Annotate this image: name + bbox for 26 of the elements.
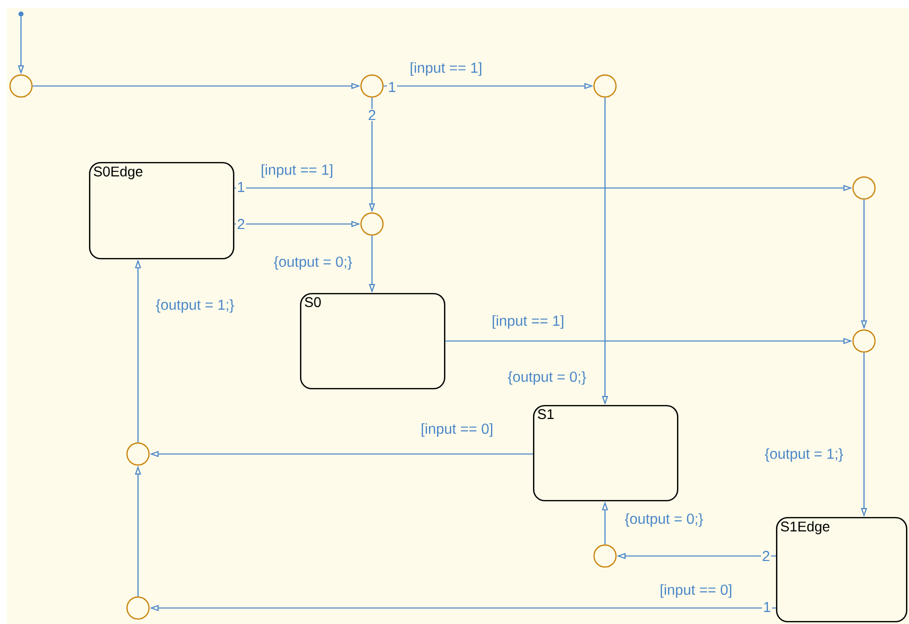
- transition-order: 1: [386, 81, 398, 93]
- junction-circle: [593, 544, 617, 568]
- junction-circle: [852, 329, 876, 353]
- state-box: S0: [300, 293, 446, 390]
- junction-circle: [126, 596, 150, 620]
- junction-circle: [593, 74, 617, 98]
- edge-label: [input == 1]: [408, 61, 484, 77]
- junction-circle: [360, 74, 384, 98]
- edge-label: {output = 1;}: [154, 298, 236, 314]
- junction-circle: [360, 212, 384, 236]
- state-box: S0Edge: [89, 162, 234, 260]
- edge-label: {output = 0;}: [624, 512, 704, 528]
- edge-label: [input == 1]: [490, 314, 566, 330]
- edge-label: [input == 1]: [260, 163, 334, 179]
- edge-label: {output = 1;}: [764, 447, 844, 463]
- state-box: S1: [533, 405, 678, 502]
- transition-order: 1: [762, 601, 772, 613]
- junction-circle: [9, 74, 33, 98]
- edge-label: [input == 0]: [420, 422, 494, 438]
- junction-circle: [852, 176, 876, 200]
- edge-label: {output = 0;}: [272, 255, 354, 271]
- transition-order: 1: [236, 181, 246, 193]
- junction-circle: [126, 442, 150, 466]
- edge-label: [input == 0]: [658, 583, 734, 599]
- edge-label: {output = 0;}: [506, 370, 588, 386]
- state-box: S1Edge: [776, 517, 908, 622]
